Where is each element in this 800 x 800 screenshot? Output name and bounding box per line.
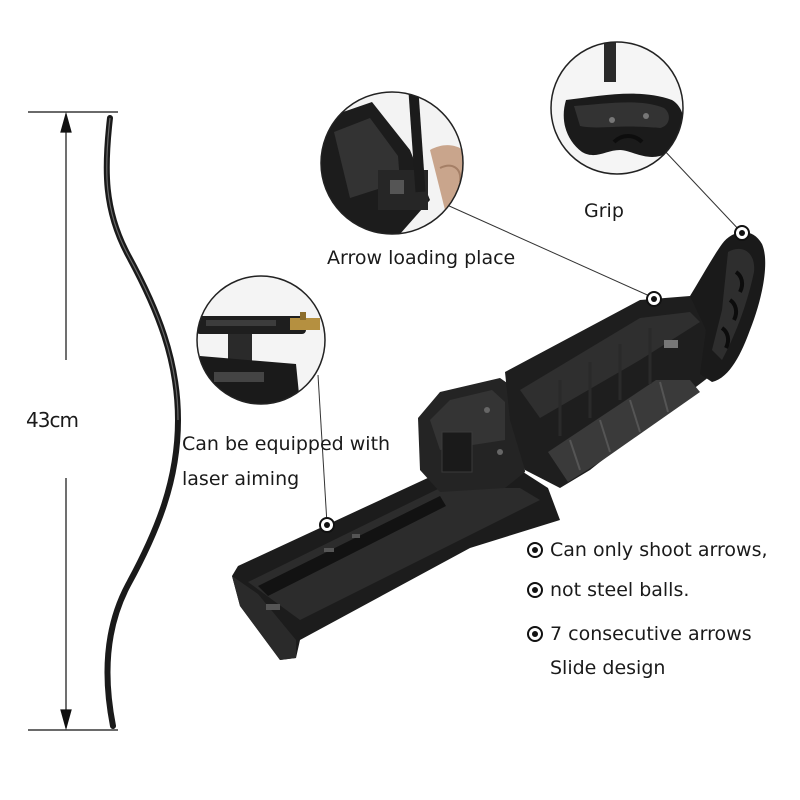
feature-item: Slide design bbox=[550, 657, 666, 679]
leader-lines bbox=[317, 147, 743, 525]
detail-laser bbox=[196, 275, 326, 405]
bullet-icons bbox=[527, 542, 543, 642]
detail-arrow-loading bbox=[320, 91, 464, 235]
detail-grip bbox=[550, 41, 684, 175]
launcher-body bbox=[232, 231, 766, 660]
laser-label-line1: Can be equipped with bbox=[182, 433, 391, 455]
dimension-label: 43cm bbox=[26, 408, 79, 432]
laser-label-line2: laser aiming bbox=[182, 468, 300, 490]
bow-limb bbox=[103, 115, 182, 729]
feature-item: not steel balls. bbox=[550, 579, 690, 601]
arrow-loading-label: Arrow loading place bbox=[327, 247, 516, 269]
callout-dots bbox=[319, 225, 750, 533]
feature-item: Can only shoot arrows, bbox=[550, 539, 768, 561]
feature-item: 7 consecutive arrows bbox=[550, 623, 752, 645]
dimension-line bbox=[28, 111, 118, 731]
grip-label: Grip bbox=[584, 200, 624, 222]
